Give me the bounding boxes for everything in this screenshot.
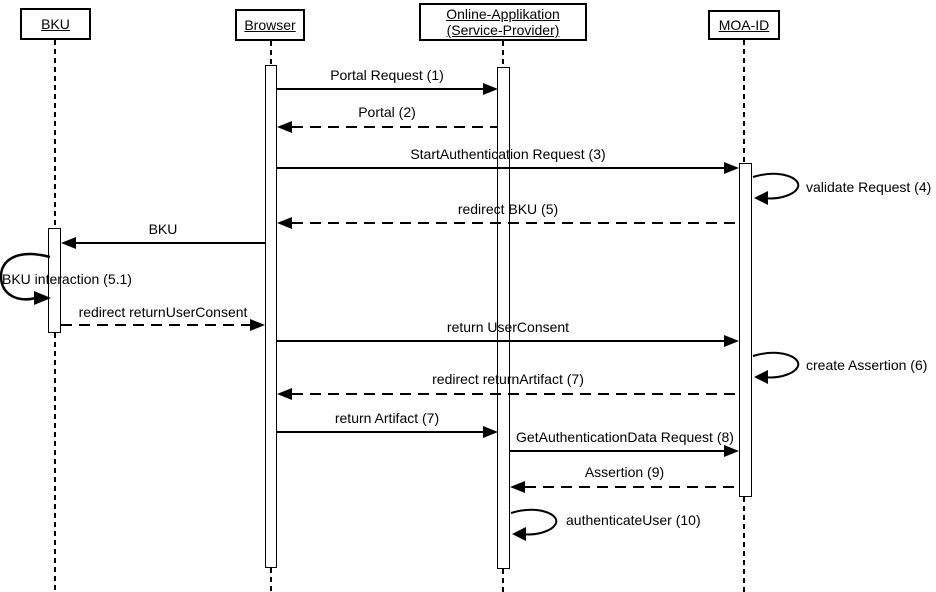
message-label: Assertion (9) bbox=[584, 464, 665, 480]
message-line bbox=[525, 486, 739, 488]
arrowhead-icon bbox=[277, 217, 292, 229]
participant-label: MOA-ID bbox=[718, 17, 770, 33]
lifeline-browser bbox=[270, 568, 272, 592]
arrowhead-icon bbox=[724, 335, 739, 347]
arrowhead-icon bbox=[724, 162, 739, 174]
message-label: return Artifact (7) bbox=[334, 410, 440, 426]
participant-label: Browser bbox=[244, 17, 296, 33]
self-loop bbox=[510, 508, 558, 541]
message-line bbox=[277, 167, 725, 169]
lifeline-online-app bbox=[502, 569, 504, 592]
lifeline-online-app bbox=[502, 41, 504, 67]
lifeline-bku bbox=[54, 333, 56, 592]
activation-browser bbox=[265, 65, 277, 568]
message-label: redirect returnUserConsent bbox=[78, 304, 248, 320]
message-line bbox=[292, 222, 739, 224]
arrowhead-icon bbox=[724, 445, 739, 457]
participant-label: Online-Applikation (Service-Provider) bbox=[446, 6, 560, 38]
lifeline-moa-id bbox=[743, 40, 745, 163]
participant-online-app: Online-Applikation (Service-Provider) bbox=[419, 3, 587, 41]
participant-label: BKU bbox=[41, 16, 70, 32]
message-label: return UserConsent bbox=[446, 319, 570, 335]
message-label: authenticateUser (10) bbox=[566, 512, 701, 528]
arrowhead-icon bbox=[483, 426, 498, 438]
message-line bbox=[61, 324, 251, 326]
arrowhead-icon bbox=[510, 481, 525, 493]
message-label: BKU bbox=[148, 221, 178, 237]
arrowhead-icon bbox=[250, 319, 265, 331]
message-label: Portal (2) bbox=[358, 104, 416, 120]
message-line bbox=[277, 88, 484, 90]
activation-bku bbox=[48, 228, 61, 333]
participant-moa-id: MOA-ID bbox=[708, 10, 780, 40]
self-loop bbox=[752, 351, 800, 384]
message-line bbox=[292, 126, 497, 128]
participant-browser: Browser bbox=[235, 9, 305, 41]
message-line bbox=[76, 242, 265, 244]
message-label: validate Request (4) bbox=[806, 179, 932, 195]
participant-bku: BKU bbox=[20, 8, 91, 40]
message-label: BKU interaction (5.1) bbox=[2, 271, 132, 287]
message-line bbox=[277, 340, 725, 342]
message-line bbox=[292, 393, 739, 395]
arrowhead-icon bbox=[277, 121, 292, 133]
activation-online-app bbox=[497, 67, 510, 569]
arrowhead-icon bbox=[61, 237, 76, 249]
message-label: redirect BKU (5) bbox=[457, 201, 559, 217]
arrowhead-icon bbox=[483, 83, 498, 95]
message-label: create Assertion (6) bbox=[806, 357, 928, 373]
message-line bbox=[277, 431, 484, 433]
message-label: Portal Request (1) bbox=[330, 67, 444, 83]
activation-moa-id bbox=[739, 163, 752, 497]
self-loop bbox=[752, 172, 800, 205]
lifeline-browser bbox=[270, 41, 272, 65]
arrowhead-icon bbox=[277, 388, 292, 400]
message-label: GetAuthenticationData Request (8) bbox=[516, 429, 734, 445]
lifeline-moa-id bbox=[743, 497, 745, 592]
message-line bbox=[510, 450, 725, 452]
message-label: StartAuthentication Request (3) bbox=[410, 146, 606, 162]
self-loop bbox=[0, 252, 51, 305]
message-label: redirect returnArtifact (7) bbox=[432, 371, 584, 387]
lifeline-bku bbox=[54, 40, 56, 228]
